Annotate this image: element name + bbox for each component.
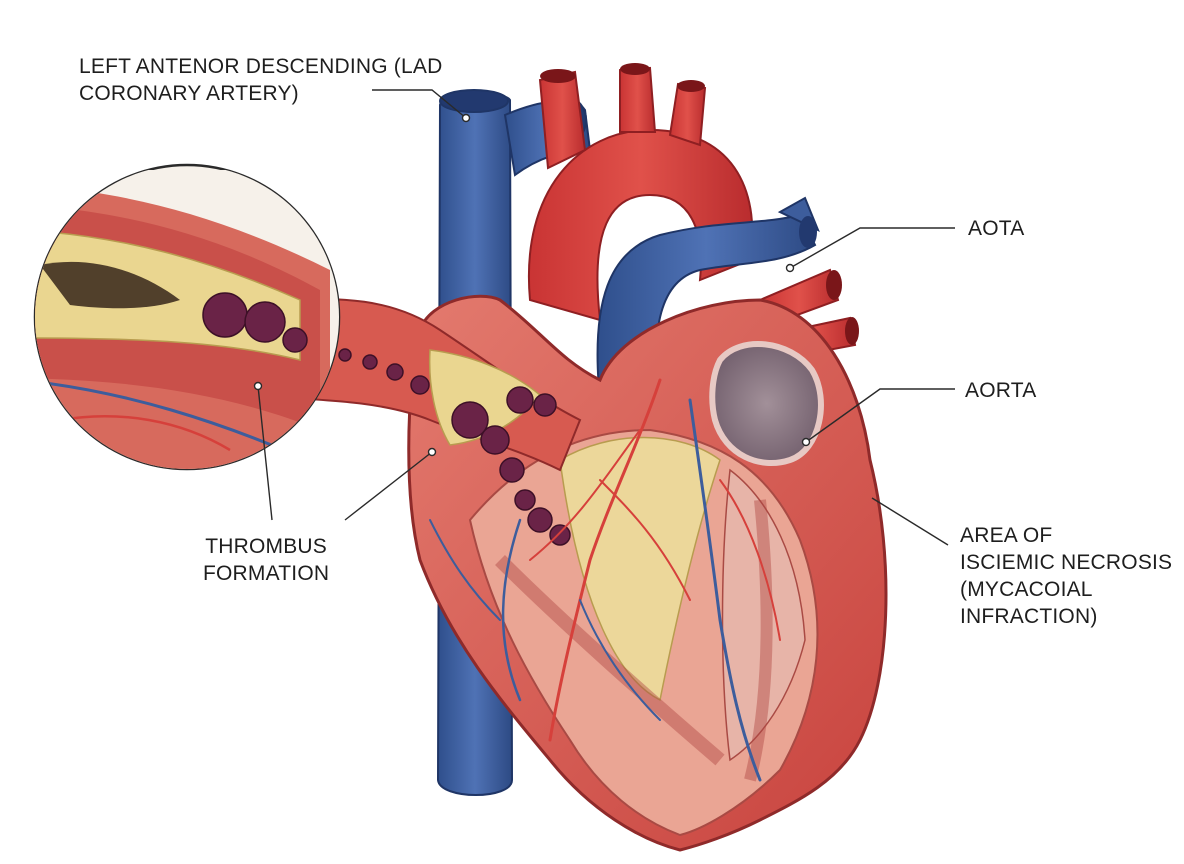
necrosis-area bbox=[709, 341, 824, 467]
label-thrombus-formation: THROMBUS FORMATION bbox=[203, 533, 329, 587]
label-line: AOTA bbox=[968, 217, 1025, 240]
label-aorta: AORTA bbox=[965, 377, 1036, 404]
coronary-branches bbox=[429, 378, 781, 782]
leader-lines bbox=[253, 89, 955, 546]
label-line: ISCIEMIC NECROSIS bbox=[960, 551, 1173, 574]
label-line: AORTA bbox=[965, 379, 1037, 402]
label-line: LEFT ANTENOR DESCENDING (LAD bbox=[79, 55, 443, 78]
leader-aorta bbox=[805, 388, 955, 443]
thrombus bbox=[338, 348, 571, 546]
label-line: (MYCACOIAL bbox=[960, 578, 1093, 601]
leader-thrombus-zoom bbox=[257, 385, 273, 521]
leader-thrombus bbox=[344, 451, 433, 521]
label-lad-coronary-artery: LEFT ANTENOR DESCENDING (LAD CORONARY AR… bbox=[79, 53, 442, 107]
label-line: CORONARY ARTERY) bbox=[79, 82, 299, 105]
leader-lad bbox=[372, 89, 467, 119]
leader-necrosis bbox=[871, 497, 949, 546]
zoom-inset bbox=[33, 163, 341, 471]
label-line: AREA OF bbox=[960, 524, 1053, 547]
leader-aota bbox=[789, 227, 955, 269]
label-ischemic-necrosis: AREA OF ISCIEMIC NECROSIS (MYCACOIAL INF… bbox=[960, 522, 1172, 630]
label-line: FORMATION bbox=[203, 562, 330, 585]
label-line: THROMBUS bbox=[205, 535, 327, 558]
label-line: INFRACTION) bbox=[960, 605, 1098, 628]
label-aota: AOTA bbox=[968, 215, 1024, 242]
